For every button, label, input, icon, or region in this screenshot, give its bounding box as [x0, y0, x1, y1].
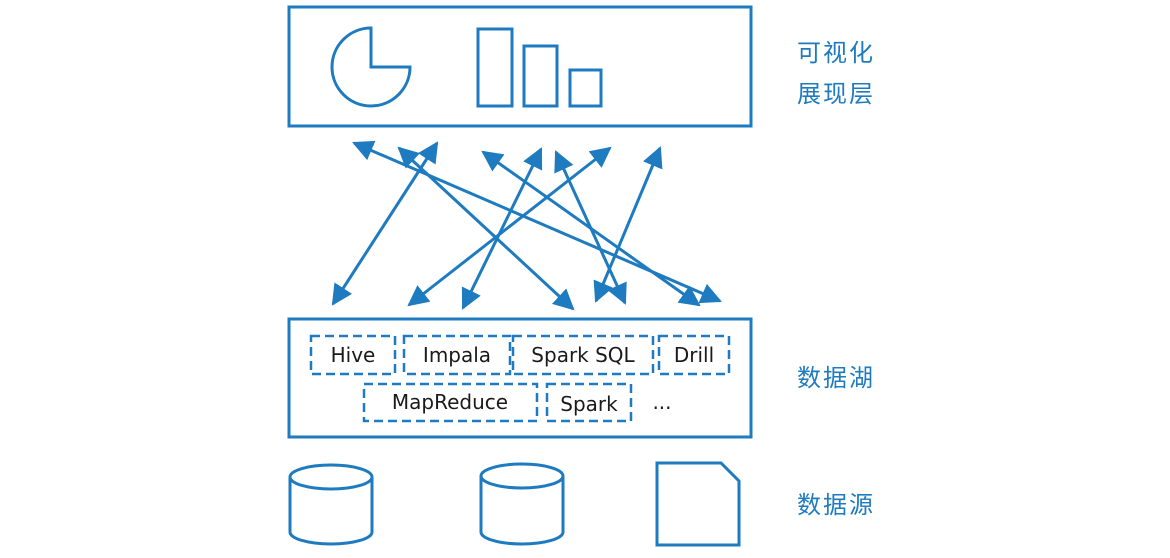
connection-arrow: [407, 146, 612, 307]
engine-box-impala: [402, 334, 512, 376]
engine-box-spark-sql: [511, 334, 655, 376]
engine-mapreduce: MapReduce: [392, 390, 508, 414]
engine-box-drill: [657, 334, 731, 376]
connection-arrow: [397, 146, 575, 311]
visualization-layer-label-line1: 可视化: [797, 39, 875, 67]
engine-ellipsis: ...: [652, 390, 671, 414]
pie-chart-icon: [330, 26, 412, 108]
engine-box-spark: [545, 382, 633, 423]
data-lake-label: 数据湖: [797, 364, 875, 392]
connection-arrows: [331, 140, 722, 311]
database-icon: [288, 463, 374, 546]
connection-arrow: [593, 146, 663, 303]
visualization-layer-label-line2: 展现层: [797, 80, 875, 108]
engine-impala: Impala: [423, 343, 491, 367]
engine-drill: Drill: [674, 343, 714, 367]
engine-spark: Spark: [560, 392, 618, 416]
engine-box-hive: [309, 334, 397, 376]
engine-spark-sql: Spark SQL: [531, 343, 635, 367]
database-icon: [479, 462, 565, 546]
document-icon: [655, 461, 741, 547]
data-lake-box: [287, 317, 753, 439]
bar-chart-icon: [476, 27, 603, 108]
engine-box-mapreduce: [362, 382, 539, 423]
data-source-label: 数据源: [797, 491, 875, 519]
visualization-layer-box: [287, 5, 753, 128]
connection-arrow: [554, 150, 627, 305]
engine-hive: Hive: [331, 343, 376, 367]
connection-arrow: [461, 147, 543, 310]
